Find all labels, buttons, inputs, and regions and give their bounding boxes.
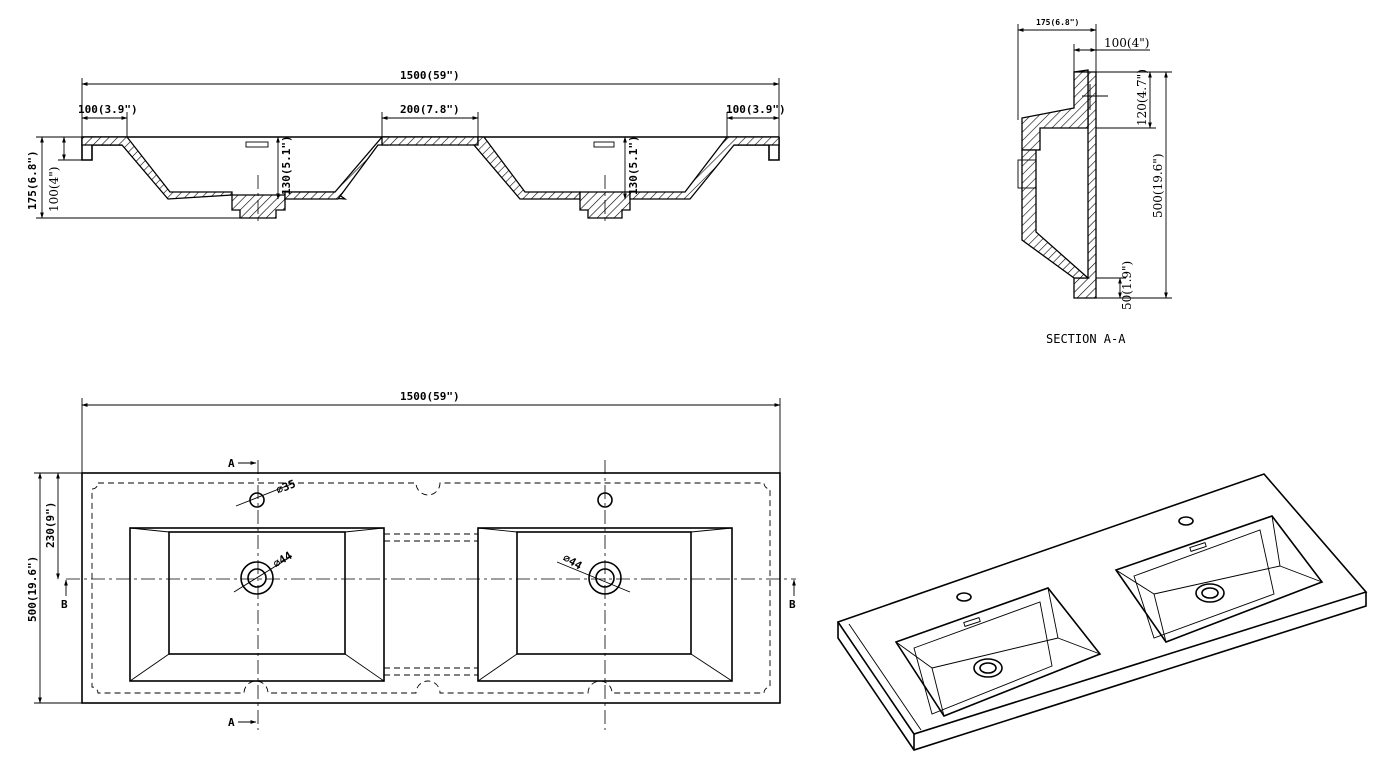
section-total-depth: 500(19.6") <box>1151 153 1165 218</box>
marker-b-right: B <box>789 598 796 611</box>
isometric-view <box>836 473 1368 751</box>
marker-b-left: B <box>61 598 68 611</box>
front-right-margin: 100(3.9") <box>726 103 786 116</box>
plan-view: ⌀35 ⌀44 ⌀44 1500(59") 500(19.6") 230(9")… <box>26 390 796 730</box>
section-lower-height: 50(1.9") <box>1120 261 1134 310</box>
front-bowl-depth-left: 130(5.1") <box>280 135 293 195</box>
front-overall-width: 1500(59") <box>400 69 460 82</box>
section-top-width: 175(6.8") <box>1036 18 1079 27</box>
section-marker-bottom: A <box>228 716 235 729</box>
plan-hole-offset: 230(9") <box>44 502 57 548</box>
section-title: SECTION A-A <box>1046 332 1126 346</box>
plan-depth: 500(19.6") <box>26 556 39 622</box>
front-elevation: 1500(59") 100(3.9") 200(7.8") 100(3.9") … <box>26 69 786 225</box>
plan-overall-width: 1500(59") <box>400 390 460 403</box>
section-marker-top: A <box>228 457 235 470</box>
front-total-height: 175(6.8") <box>26 150 39 210</box>
section-upper-height: 120(4.7") <box>1135 69 1149 126</box>
drain-diameter-right: ⌀44 <box>561 551 585 572</box>
faucet-hole-diameter: ⌀35 <box>274 477 297 496</box>
front-left-margin: 100(3.9") <box>78 103 138 116</box>
front-bowl-depth-right: 130(5.1") <box>627 135 640 195</box>
front-center-gap: 200(7.8") <box>400 103 460 116</box>
section-view: 175(6.8") 100(4") 120(4.7") 500(19.6") 5… <box>1017 18 1172 346</box>
front-deck-height: 100(4") <box>47 167 61 212</box>
section-rim-width: 100(4") <box>1104 36 1149 50</box>
